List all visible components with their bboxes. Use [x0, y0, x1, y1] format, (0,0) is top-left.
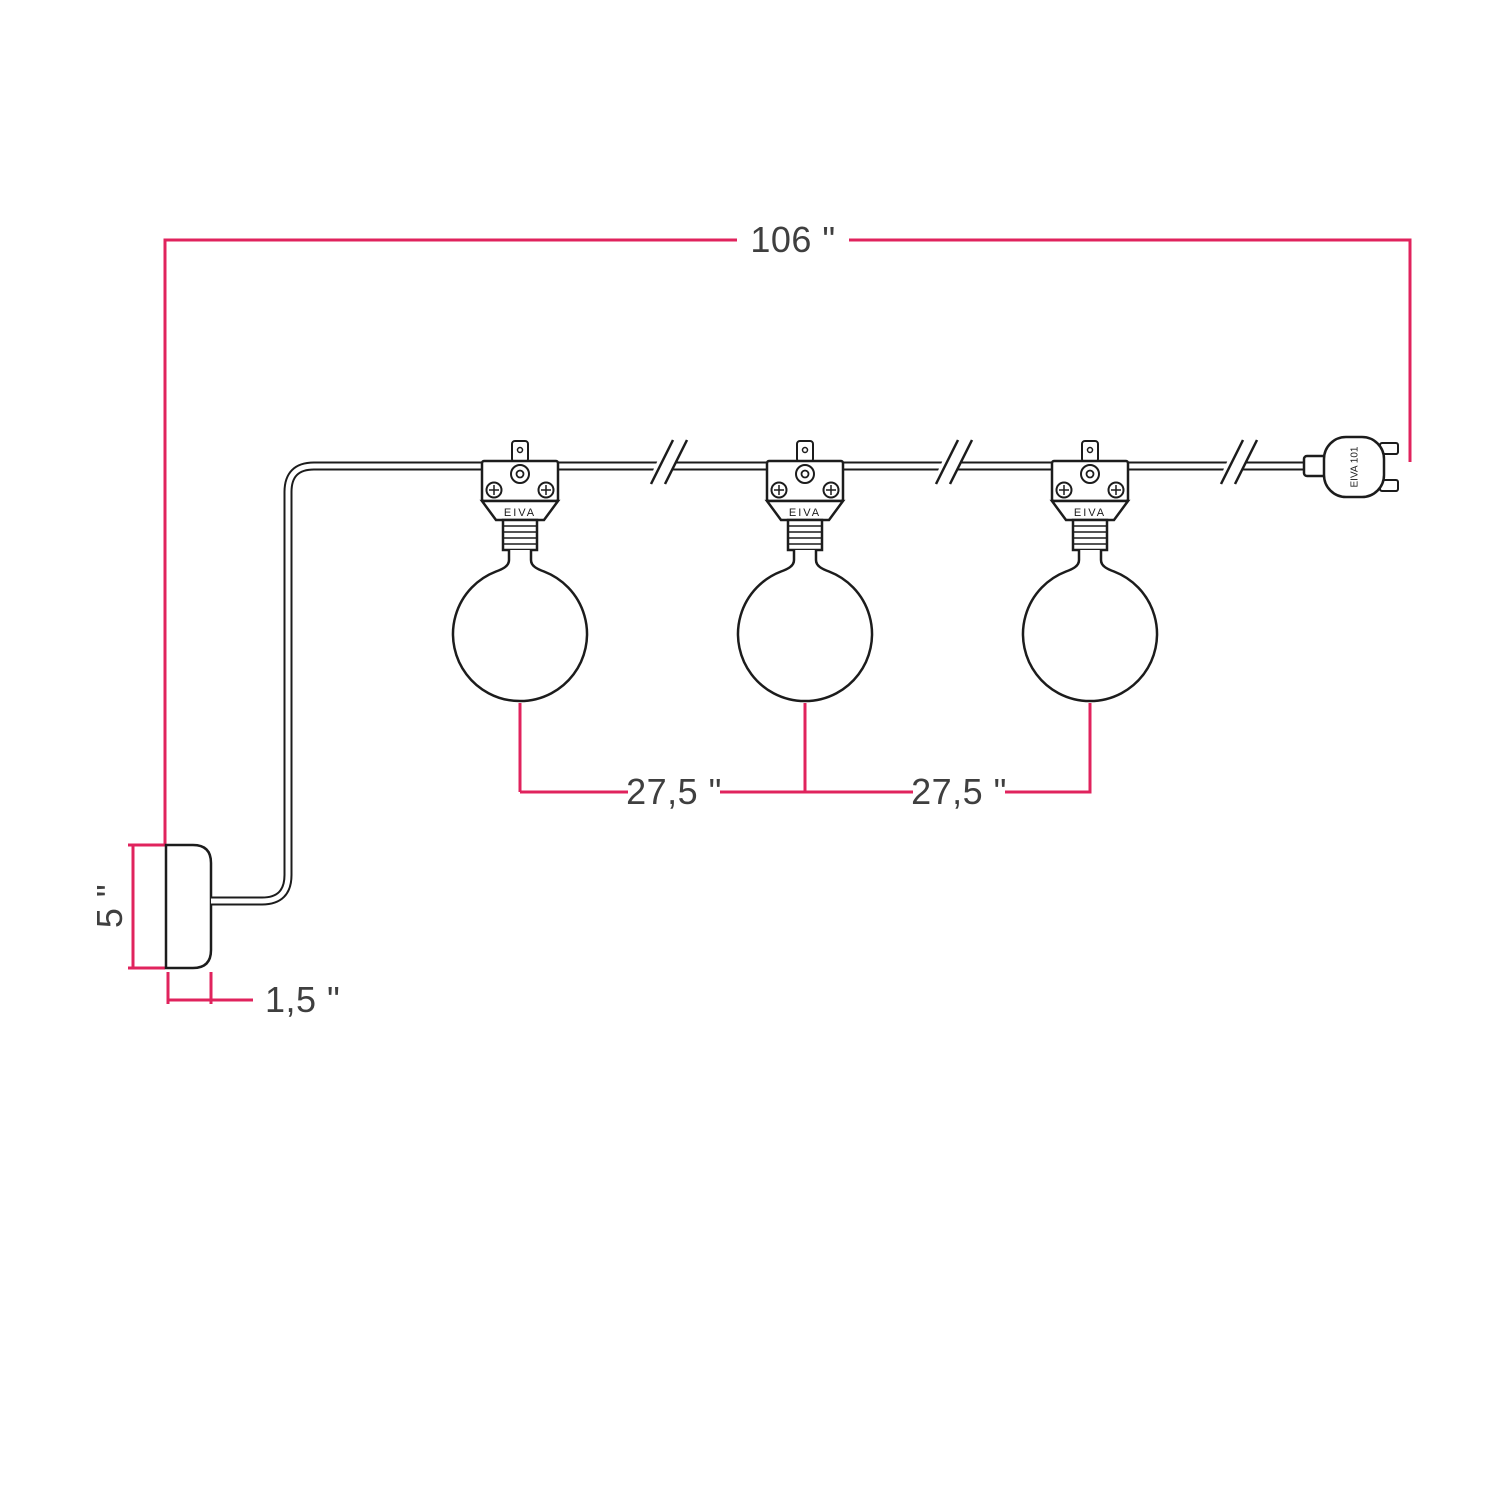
mount-depth-label: 1,5 "	[265, 979, 340, 1020]
bulb-spacing-dimension-2	[805, 703, 1092, 794]
fixture-layer	[164, 434, 1399, 970]
lamp-socket-3	[1021, 439, 1159, 703]
socket-label-3: EIVA	[1074, 507, 1106, 519]
total-length-dimension-right	[849, 238, 1412, 462]
mount-height-dimension	[128, 843, 165, 970]
cable-core	[211, 463, 1308, 904]
lamp-socket-2	[736, 439, 874, 703]
plug-body	[1322, 435, 1386, 499]
total-length-label: 106 "	[750, 219, 835, 260]
dimension-lines	[128, 238, 1412, 1004]
plug-label: EIVA 101	[1350, 446, 1361, 487]
bulb-spacing-label-1: 27,5 "	[626, 771, 722, 812]
mount-height-label: 5 "	[89, 884, 130, 928]
total-length-dimension-left	[163, 238, 737, 845]
socket-label-1: EIVA	[504, 507, 536, 519]
part-labels: EIVA EIVA EIVA EIVA 101	[504, 446, 1361, 519]
mount-depth-dimension	[166, 972, 253, 1004]
wall-mount-box	[164, 843, 213, 970]
plug	[1302, 435, 1399, 499]
bulb-spacing-label-2: 27,5 "	[911, 771, 1007, 812]
socket-label-2: EIVA	[789, 507, 821, 519]
dimension-labels: 106 " 27,5 " 27,5 " 5 " 1,5 "	[89, 219, 1007, 1020]
plug-cable-sleeve	[1302, 454, 1328, 478]
bulb-spacing-dimension-1	[518, 703, 807, 794]
lamp-socket-1	[451, 439, 589, 703]
